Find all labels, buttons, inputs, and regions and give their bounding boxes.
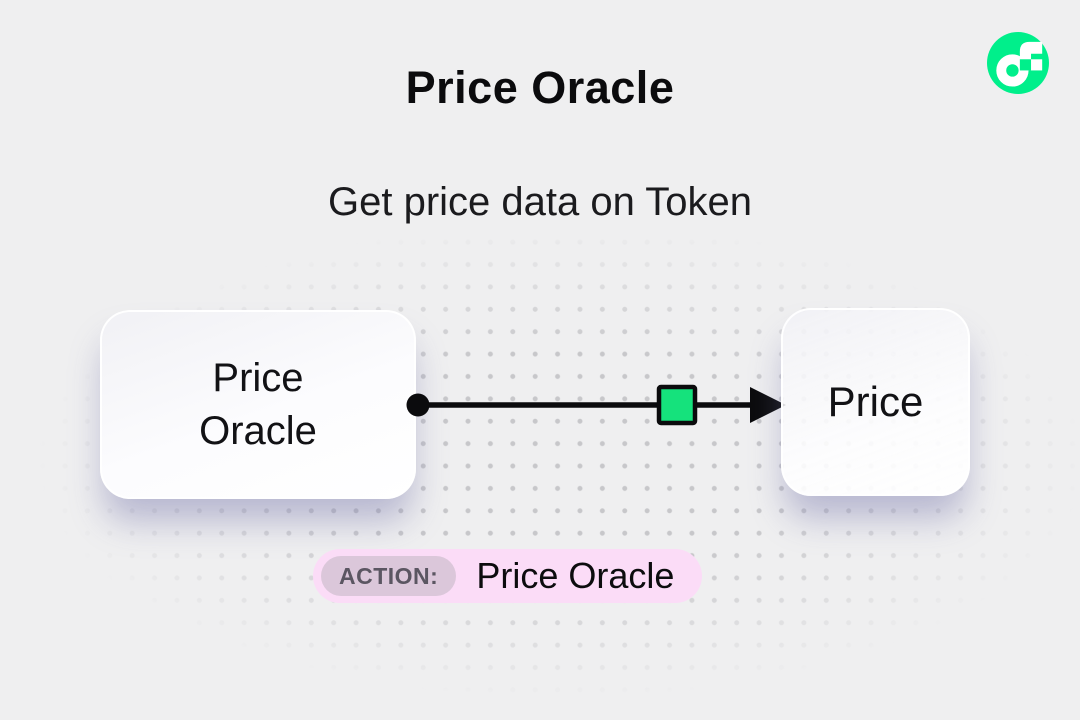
source-node-label-line1: Price xyxy=(212,355,304,400)
target-node-price: Price xyxy=(781,308,970,496)
page-subtitle: Get price data on Token xyxy=(328,180,752,224)
source-node-label-line2: Oracle xyxy=(199,408,317,453)
page-title: Price Oracle xyxy=(405,62,675,113)
action-pill: ACTION: Price Oracle xyxy=(313,549,703,603)
flow-logo-icon xyxy=(987,32,1049,94)
flow-logo-svg xyxy=(987,32,1049,94)
connector-square-marker xyxy=(656,384,698,426)
connector-arrow xyxy=(406,384,786,426)
arrowhead-icon xyxy=(750,387,786,423)
source-node-price-oracle: Price Oracle xyxy=(100,310,416,499)
source-node-label: Price Oracle xyxy=(199,352,317,458)
action-name: Price Oracle xyxy=(476,555,675,596)
connector-start-dot xyxy=(406,393,430,417)
action-badge: ACTION: xyxy=(321,556,457,596)
target-node-label: Price xyxy=(827,378,924,425)
